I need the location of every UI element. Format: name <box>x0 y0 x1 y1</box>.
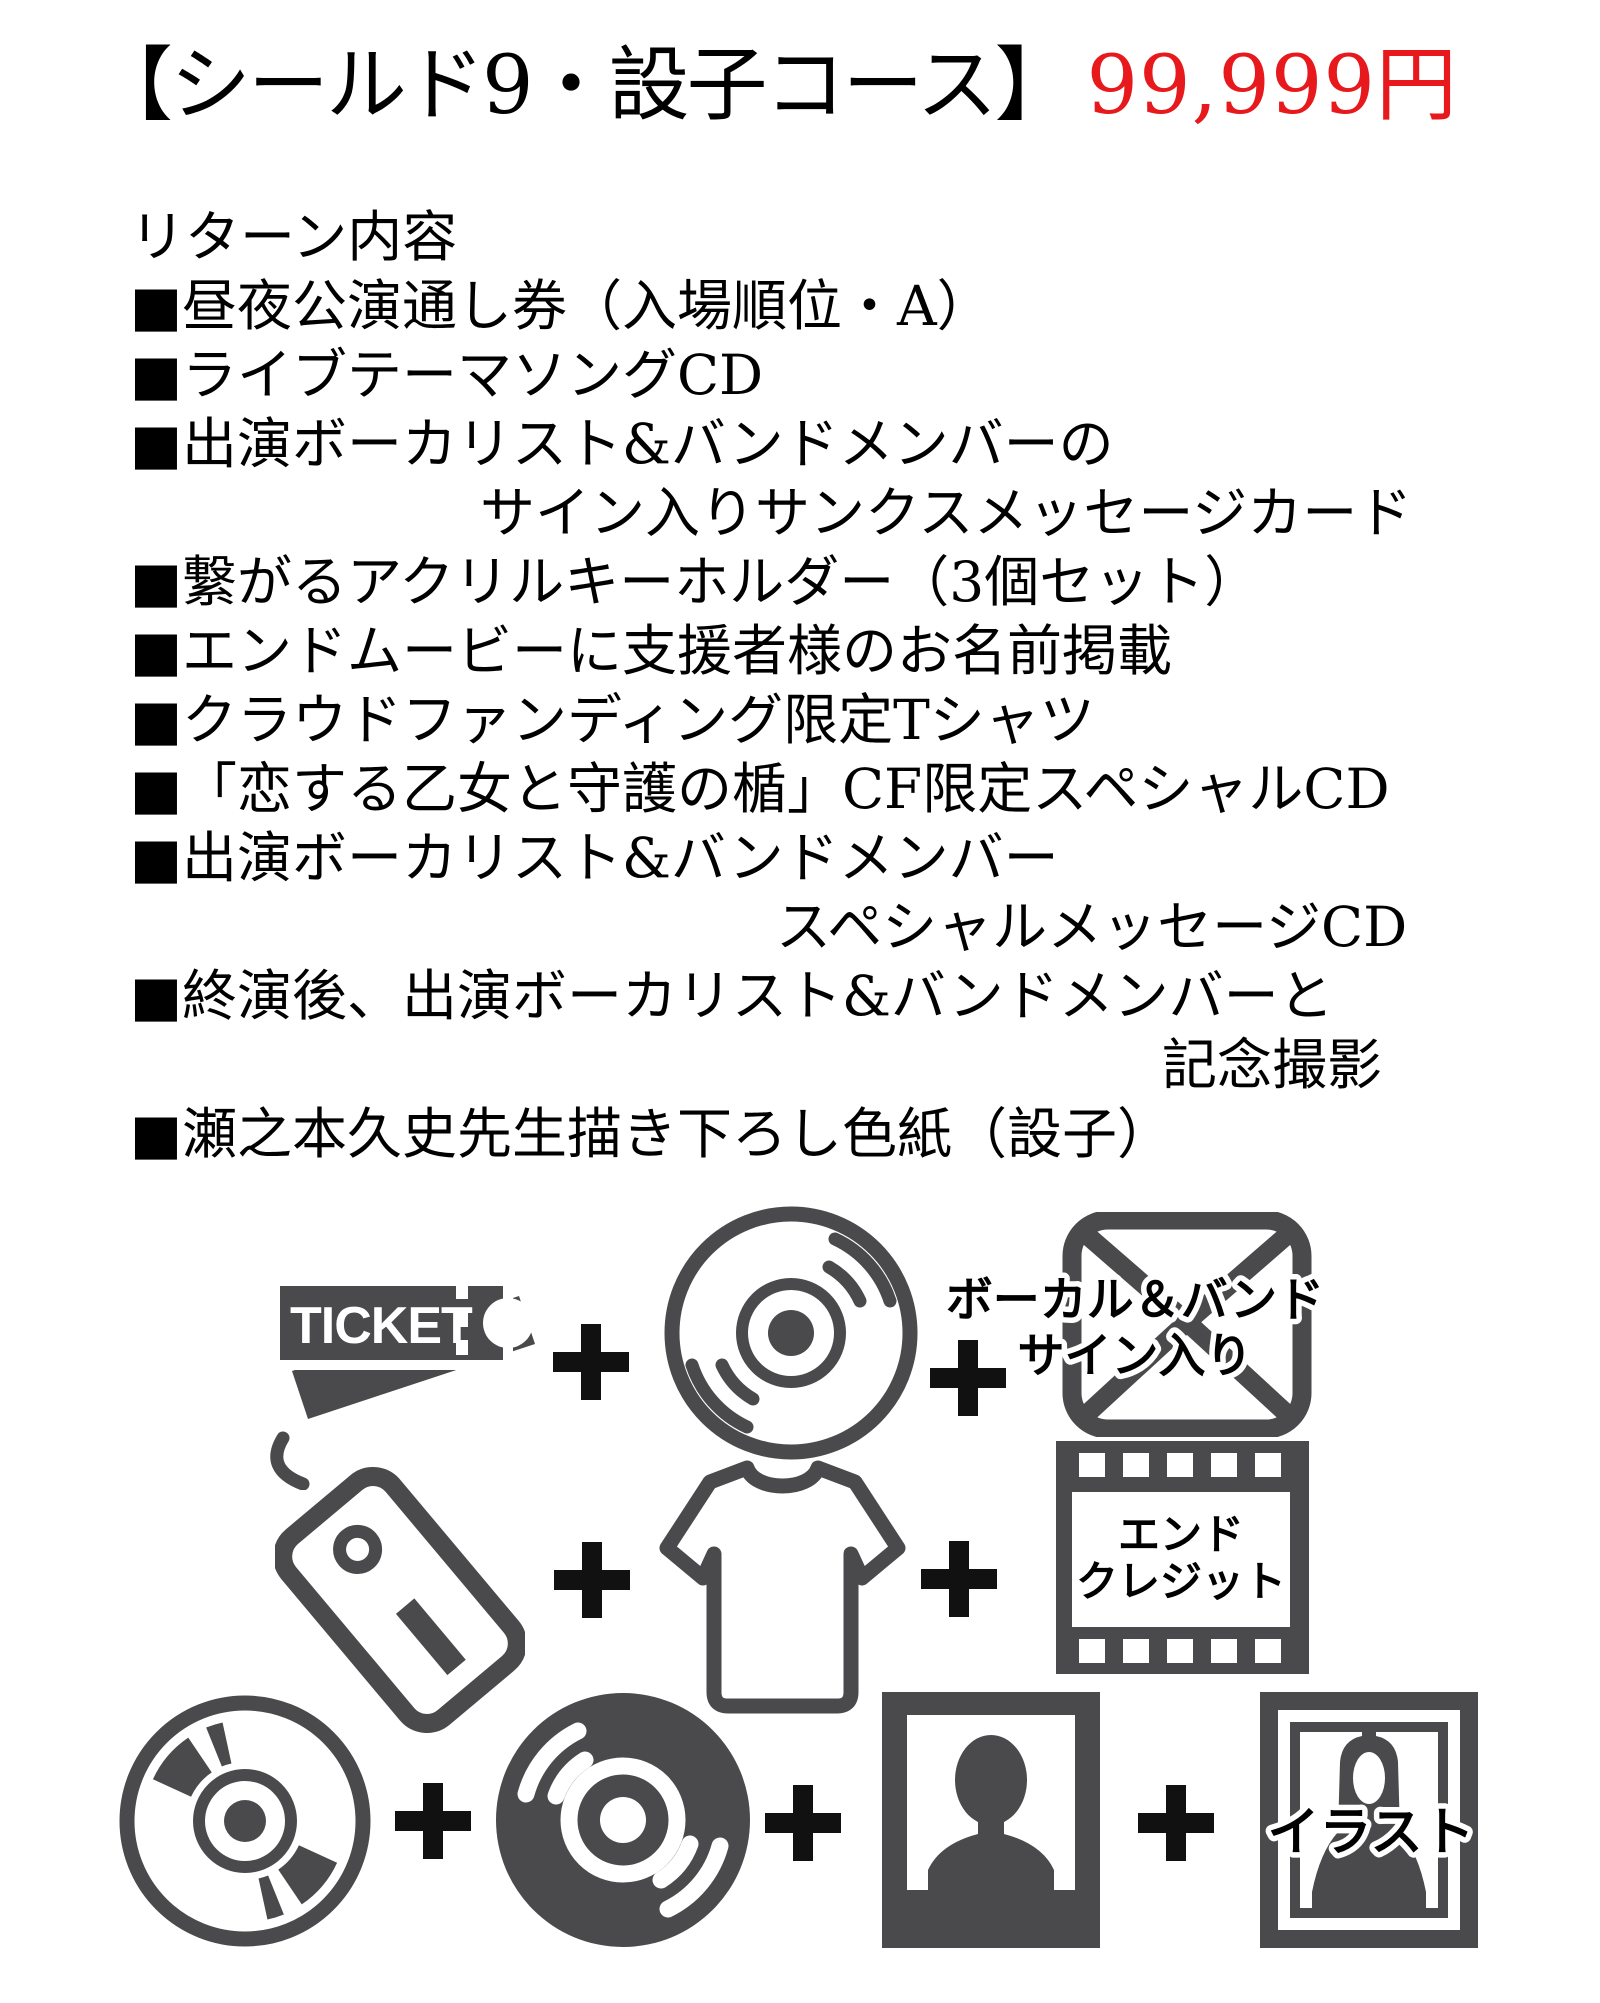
course-price: 99,999円 <box>1086 39 1458 133</box>
envelope-icon <box>1062 1212 1312 1437</box>
return-item-continuation: サイン入りサンクスメッセージカード <box>480 481 1413 545</box>
plus-icon <box>1138 1785 1214 1861</box>
film-caption-line1: エンド <box>1118 1511 1244 1558</box>
returns-heading: リターン内容 <box>130 205 458 269</box>
cd-disc-icon <box>118 1694 373 1949</box>
ticket-icon: TICKET <box>198 1270 538 1490</box>
plus-icon <box>765 1785 841 1861</box>
envelope-caption: ボーカル＆バンド サイン入り <box>940 1272 1329 1384</box>
return-item: ■昼夜公演通し券（入場順位・A） <box>130 274 992 338</box>
return-item: ■出演ボーカリスト&バンドメンバーの <box>130 412 1114 476</box>
envelope-caption-line1: ボーカル＆バンド <box>946 1273 1324 1326</box>
ticket-label: TICKET <box>290 1297 473 1355</box>
course-name: 【シールド9・設子コース】 <box>92 39 1075 133</box>
illustration-frame-icon <box>1260 1692 1478 1948</box>
plus-icon <box>553 1324 629 1400</box>
plus-icon <box>554 1542 630 1618</box>
photo-portrait-icon <box>882 1692 1100 1948</box>
plus-icon <box>395 1783 471 1859</box>
envelope-caption-line2: サイン入り <box>1018 1329 1253 1382</box>
return-item: ■繋がるアクリルキーホルダー（3個セット） <box>130 550 1260 614</box>
keyholder-tag-icon <box>275 1450 525 1750</box>
return-item: ■「恋する乙女と守護の楯」CF限定スペシャルCD <box>130 757 1390 821</box>
return-item: ■ライブテーマソングCD <box>130 343 764 407</box>
plus-icon <box>921 1541 997 1617</box>
end-credit-film-icon: エンド クレジット <box>1055 1440 1310 1675</box>
return-item-continuation: 記念撮影 <box>1162 1033 1383 1097</box>
returns-list: リターン内容 ■昼夜公演通し券（入場順位・A） ■ライブテーマソングCD ■出演… <box>130 203 1550 1169</box>
return-item: ■出演ボーカリスト&バンドメンバー <box>130 826 1059 890</box>
return-item-continuation: スペシャルメッセージCD <box>776 895 1408 959</box>
return-item: ■エンドムービーに支援者様のお名前掲載 <box>130 619 1172 683</box>
cd-icon <box>661 1203 921 1463</box>
return-item: ■終演後、出演ボーカリスト&バンドメンバーと <box>130 964 1334 1028</box>
return-item: ■瀬之本久史先生描き下ろし色紙（設子） <box>130 1102 1172 1166</box>
return-item: ■クラウドファンディング限定Tシャツ <box>130 688 1095 752</box>
illustration-caption-text: イラスト <box>1268 1804 1475 1862</box>
illustration-caption: イラスト <box>1262 1799 1480 1868</box>
vinyl-record-icon <box>494 1691 752 1949</box>
tshirt-icon <box>655 1452 910 1730</box>
film-caption-line2: クレジット <box>1076 1558 1286 1605</box>
plus-icon <box>930 1340 1006 1416</box>
page-title: 【シールド9・設子コース】99,999円 <box>92 39 1458 133</box>
